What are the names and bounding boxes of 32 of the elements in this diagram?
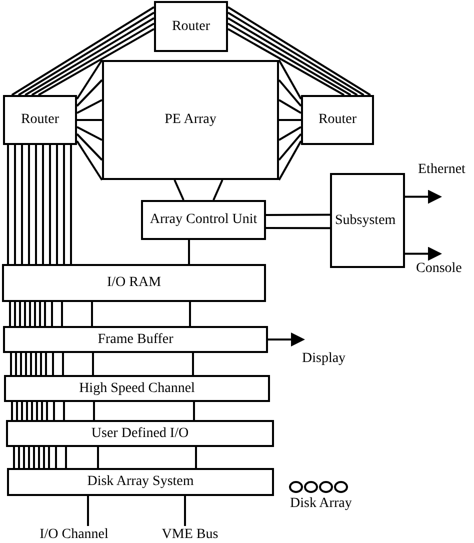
memory-box: I/O RAM (2, 264, 266, 302)
connector (184, 496, 186, 526)
connector (174, 179, 224, 201)
connector-bundle (76, 59, 103, 181)
edge-label: Display (302, 352, 346, 366)
connector-bundle (227, 6, 372, 96)
connector (265, 214, 331, 230)
io-box: User Defined I/O (6, 420, 274, 447)
router-box: Router (301, 95, 374, 145)
channel-box: High Speed Channel (4, 375, 270, 402)
connector-bundle (11, 401, 195, 421)
disk-system-box: Disk Array System (7, 468, 274, 496)
connector-bundle (13, 446, 197, 469)
connector-bundle (10, 352, 194, 376)
connector-bundle (9, 301, 191, 327)
bus-label: VME Bus (150, 526, 230, 543)
router-box: Router (3, 95, 77, 145)
connector (87, 496, 89, 526)
connector (188, 240, 190, 264)
caption-text: Disk Array (290, 497, 352, 511)
port-label: I/O Channel (28, 526, 120, 543)
connector-bundle (10, 6, 155, 96)
control-unit-box: Array Control Unit (141, 200, 266, 240)
router-box: Router (154, 1, 228, 52)
connector-bundle (278, 59, 302, 181)
arrow (268, 332, 305, 346)
processor-array-box: PE Array (102, 60, 279, 180)
arrow (405, 246, 442, 261)
subsystem-box: Subsystem (330, 173, 405, 268)
connector-bundle (7, 144, 72, 265)
buffer-box: Frame Buffer (3, 326, 268, 353)
arrow (405, 190, 442, 204)
